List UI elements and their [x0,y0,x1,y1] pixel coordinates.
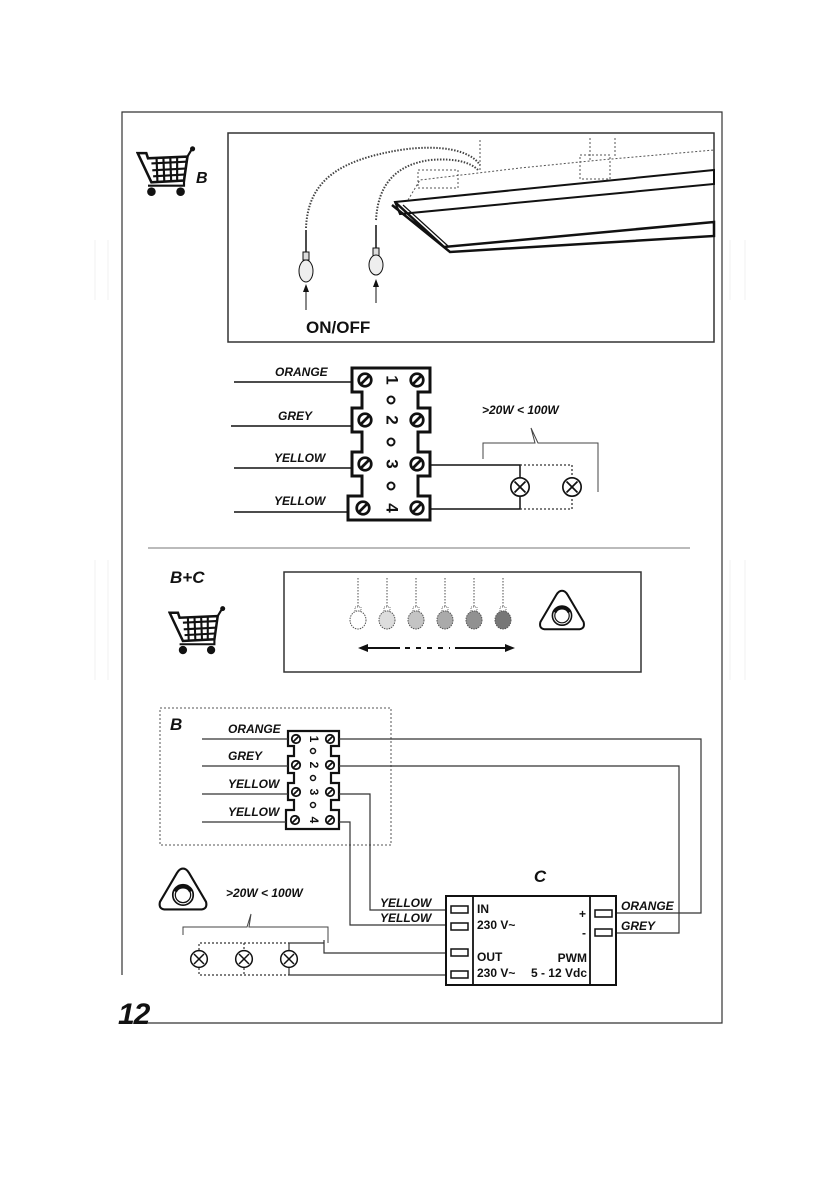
screw-icon [324,814,336,826]
load-range-label: >20W < 100W [482,403,560,417]
screw-icon [290,759,302,771]
input-wires-b [231,381,352,513]
wire-label-yellow: YELLOW [274,494,327,508]
shopping-cart-icon [136,146,196,198]
dimming-illustration-frame [283,571,642,673]
block-label-b: B [170,715,182,734]
kit-label-bc: B+C [170,568,205,587]
page-frame [121,111,723,1024]
shopping-cart-icon [168,604,226,656]
wire-label-yellow: YELLOW [228,777,281,791]
lamp-icon [510,477,530,497]
screw-icon [357,372,373,388]
hood-illustration [298,136,716,310]
wire-label-orange: ORANGE [621,899,675,913]
wire-label-grey: GREY [621,919,656,933]
screw-icon [324,759,336,771]
lamp-circuit-b [430,464,582,510]
module-plus-label: + [579,907,586,921]
screw-icon [409,500,425,516]
module-in-label: IN [477,902,489,916]
screw-icon [289,814,301,826]
lamp-icon [189,949,209,969]
screw-icon [355,500,371,516]
screw-icon [409,372,425,388]
lamp-icon [279,949,299,969]
terminal-number: 2 [383,415,402,424]
dim-level-bulb [407,578,425,630]
connection-wires [289,738,702,976]
terminal-number: 2 [307,762,321,769]
screw-icon [290,786,302,798]
terminal-slot [450,948,469,957]
pull-switch-right [368,247,384,276]
terminal-number: 4 [383,503,402,513]
module-pwm-label: PWM [558,951,587,965]
lamp-icon [562,477,582,497]
lamp-icon [234,949,254,969]
terminal-number: 1 [307,736,321,743]
screw-icon [290,733,302,745]
terminal-slot [450,905,469,914]
on-off-label: ON/OFF [306,318,370,337]
pwm-dimmer-module-c: IN 230 V~ OUT 230 V~ + - PWM 5 - 12 Vdc [445,895,617,986]
lamp-circuit-bc [189,942,324,976]
terminal-number: 3 [383,459,402,468]
wire-label-yellow: YELLOW [228,805,281,819]
wire-label-yellow: YELLOW [380,896,433,910]
module-out-voltage: 230 V~ [477,966,515,980]
dimmer-knob-icon [157,866,209,912]
module-label-c: C [534,867,547,886]
wire-label-grey: GREY [278,409,313,423]
load-range-label: >20W < 100W [226,886,304,900]
dim-level-bulb [436,578,454,630]
terminal-block-b-small: 1 2 3 4 [284,729,341,831]
wire-label-orange: ORANGE [275,365,329,379]
dim-level-bulb [494,578,512,630]
terminal-slot [594,909,613,918]
scan-artifacts [94,240,746,680]
load-bracket [482,427,599,492]
terminal-number: 1 [383,375,402,384]
hood-illustration-frame [227,132,715,343]
load-bracket [182,913,329,943]
terminal-block-b: 1 2 3 4 [346,366,432,522]
wire-label-yellow: YELLOW [274,451,327,465]
module-in-voltage: 230 V~ [477,918,515,932]
module-pwm-range: 5 - 12 Vdc [531,966,587,980]
pull-switch-left [298,251,314,283]
module-out-label: OUT [477,950,503,964]
terminal-slot [594,928,613,937]
kit-label-b: B [196,170,208,187]
wire-label-yellow: YELLOW [380,911,433,925]
terminal-slot [450,922,469,931]
screw-icon [409,456,425,472]
dimming-bulbs [349,578,512,630]
wire-label-orange: ORANGE [228,722,282,736]
screw-icon [409,412,425,428]
screw-icon [357,456,373,472]
terminal-slot [450,970,469,979]
dim-level-bulb [465,578,483,630]
screw-icon [324,786,336,798]
page-number: 12 [118,998,150,1031]
input-wires-bc [202,738,288,823]
screw-icon [357,412,373,428]
dim-level-bulb [349,578,367,630]
screw-icon [324,733,336,745]
wire-label-grey: GREY [228,749,263,763]
dim-level-bulb [378,578,396,630]
module-minus-label: - [582,926,586,940]
dim-range-arrow [358,644,515,652]
terminal-number: 3 [307,789,321,796]
terminal-number: 4 [307,817,321,824]
